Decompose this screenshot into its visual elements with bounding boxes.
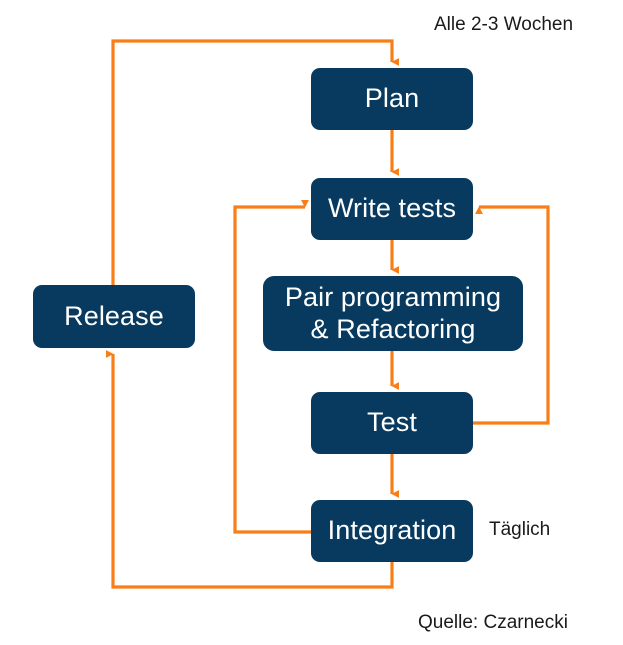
node-write-tests[interactable]: Write tests xyxy=(311,178,473,240)
annotation-source-credit: Quelle: Czarnecki xyxy=(418,612,568,633)
edge-integration-to-write-tests xyxy=(233,200,311,534)
edge-release-to-plan xyxy=(111,39,399,286)
node-pair-programming-refactoring[interactable]: Pair programming & Refactoring xyxy=(263,276,523,351)
node-integration[interactable]: Integration xyxy=(311,500,473,562)
node-plan[interactable]: Plan xyxy=(311,68,473,130)
node-release-label: Release xyxy=(64,300,164,331)
annotation-release-cadence: Alle 2-3 Wochen xyxy=(434,14,574,35)
node-write-tests-label: Write tests xyxy=(327,193,457,224)
node-pair-programming-refactoring-label: Pair programming & Refactoring xyxy=(284,281,502,344)
annotation-integration-frequency: Täglich xyxy=(489,519,551,540)
node-release[interactable]: Release xyxy=(33,285,195,348)
node-plan-label: Plan xyxy=(364,83,420,114)
edge-integration-to-release xyxy=(106,350,394,589)
edge-test-to-write-tests xyxy=(473,205,550,425)
node-test[interactable]: Test xyxy=(311,392,473,454)
node-integration-label: Integration xyxy=(327,515,457,546)
node-test-label: Test xyxy=(367,407,417,438)
